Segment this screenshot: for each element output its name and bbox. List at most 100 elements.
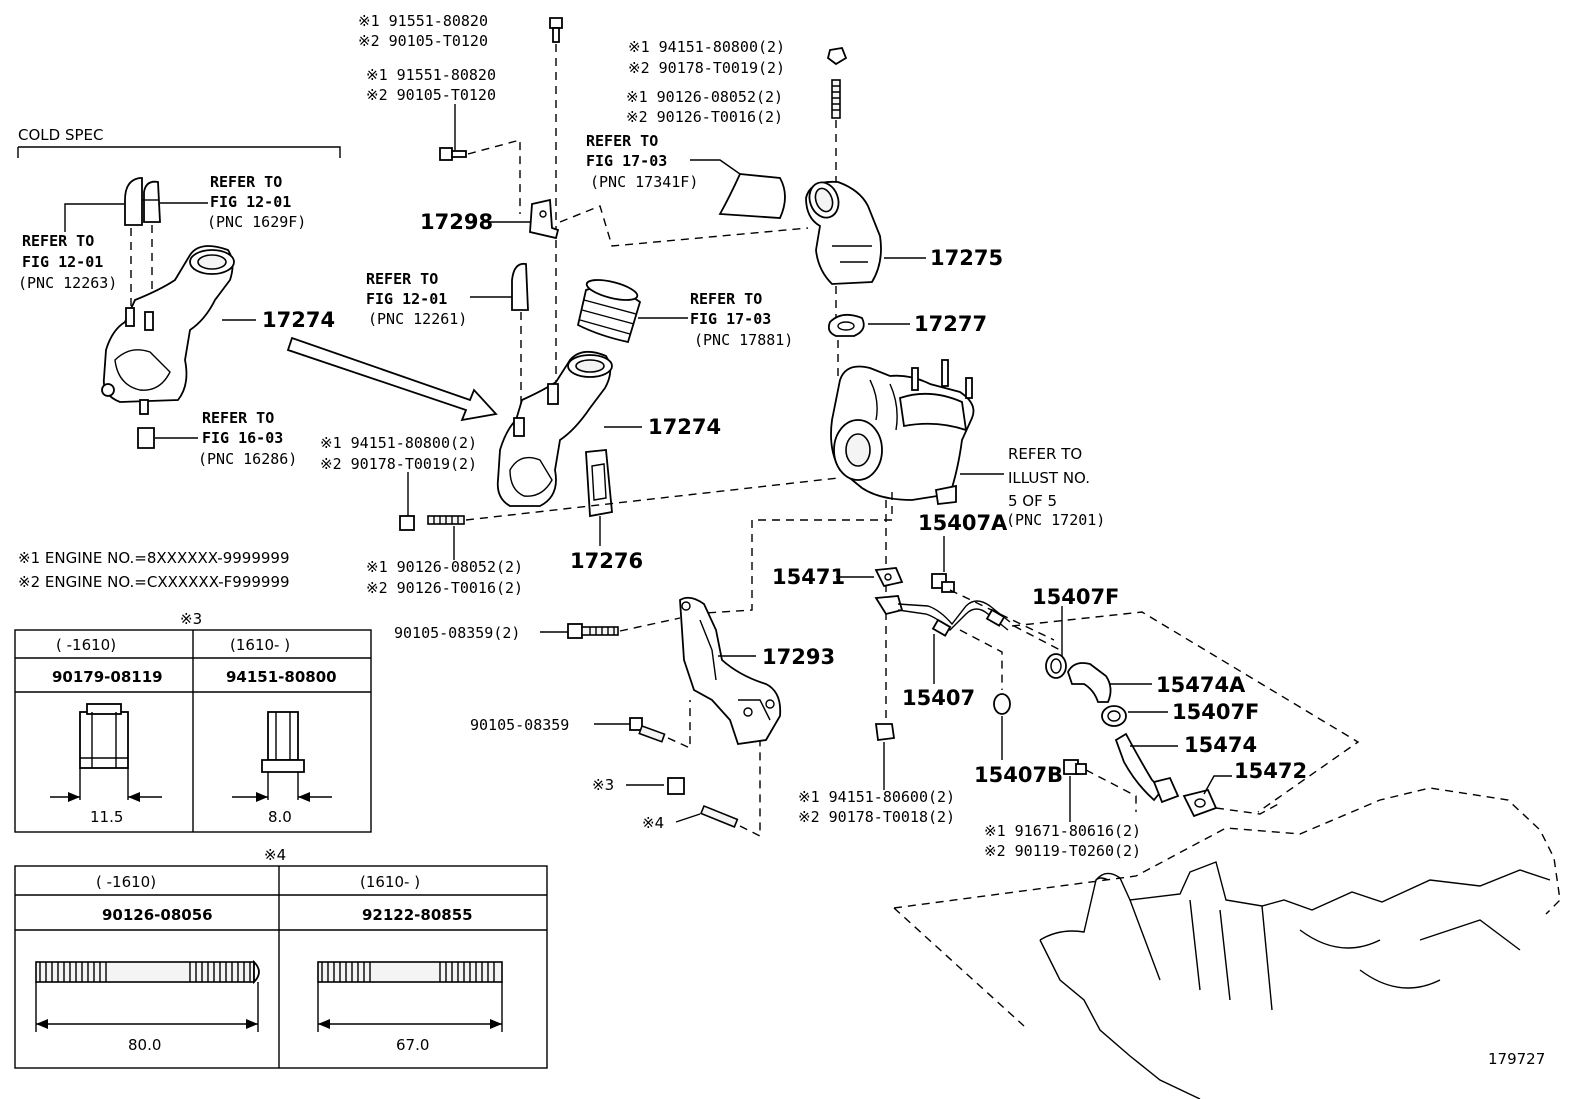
nut-low-label-1: ※1 94151-80600(2) (798, 788, 955, 806)
ref-1629F: REFER TO FIG 12-01 (PNC 1629F) (207, 173, 306, 231)
bolt-low-label-1: ※1 91671-80616(2) (984, 822, 1141, 840)
pn-15474: 15474 (1184, 733, 1257, 757)
svg-text:REFER TO: REFER TO (366, 270, 438, 288)
nut-low-label-2: ※2 90178-T0018(2) (798, 808, 955, 826)
nut-mid-label-1: ※1 94151-80800(2) (320, 434, 477, 452)
table3 (14, 629, 372, 833)
svg-text:ILLUST NO.: ILLUST NO. (1008, 469, 1090, 487)
leader-12263 (64, 203, 124, 232)
svg-text:REFER TO: REFER TO (202, 409, 274, 427)
side-bolt-dash (467, 139, 521, 214)
cold-spec-label: COLD SPEC (18, 126, 103, 144)
side-bolt-label-2: ※2 90105-T0120 (366, 86, 496, 104)
nut-top-label-2: ※2 90178-T0019(2) (628, 59, 785, 77)
table4-col2-range: (1610- ) (360, 873, 420, 891)
stud-note4 (699, 804, 739, 828)
table4-mark: ※4 (264, 846, 286, 864)
table3-col1-dim: 11.5 (90, 808, 123, 826)
bracket-17298 (529, 198, 560, 240)
stud-top-label-1: ※1 90126-08052(2) (626, 88, 783, 106)
table4-col2-dim: 67.0 (396, 1036, 429, 1054)
pn-15474A: 15474A (1156, 673, 1246, 697)
nut-note3 (667, 777, 685, 795)
side-bolt-label-1: ※1 91551-80820 (366, 66, 496, 84)
pipe-end-dash (1013, 625, 1061, 651)
table4-col1-dim: 80.0 (128, 1036, 161, 1054)
svg-text:FIG 12-01: FIG 12-01 (22, 253, 103, 271)
stud-mid-label-2: ※2 90126-T0016(2) (366, 579, 523, 597)
turbocharger (830, 359, 975, 505)
gasket-b-dash (959, 629, 1003, 690)
hose-15474A (1067, 662, 1112, 703)
mid-water-outlet-17274 (496, 350, 613, 507)
pn-17275: 17275 (930, 246, 1003, 270)
stud-mid (427, 515, 465, 525)
nut-tall-drawing (50, 703, 162, 802)
ref-17201: REFER TO ILLUST NO. 5 OF 5 (PNC 17201) (1006, 445, 1105, 529)
bolt-low-dash (1085, 769, 1137, 812)
pn-17293: 17293 (762, 645, 835, 669)
note4-dash (739, 740, 761, 838)
svg-text:(PNC 12261): (PNC 12261) (368, 310, 467, 328)
top-bolt (549, 17, 563, 43)
mid-hose (511, 262, 529, 311)
bolt-9010508359-2-dash (619, 617, 681, 632)
engine-region-dash (1011, 611, 1360, 815)
gasket-17277 (827, 313, 865, 337)
gasket-15471 (874, 567, 904, 588)
left-hose-dash (130, 225, 153, 320)
nut-mid (399, 515, 415, 531)
nut-mid-label-2: ※2 90178-T0019(2) (320, 455, 477, 473)
pn-15407B: 15407B (974, 763, 1063, 787)
bolt-15407A-dash (949, 589, 1055, 641)
bolt-low-label-2: ※2 90119-T0260(2) (984, 842, 1141, 860)
pn-15407A: 15407A (918, 511, 1008, 535)
svg-text:REFER TO: REFER TO (210, 173, 282, 191)
oil-pipe-15407 (874, 595, 1011, 637)
pn-15407F-lower: 15407F (1172, 700, 1259, 724)
cold-spec-bracket (17, 146, 341, 158)
stud-mid-label-1: ※1 90126-08052(2) (366, 558, 523, 576)
pn-17274-left: 17274 (262, 308, 335, 332)
svg-text:REFER TO: REFER TO (1008, 445, 1082, 463)
pn-15407: 15407 (902, 686, 975, 710)
svg-text:(PNC 16286): (PNC 16286) (198, 450, 297, 468)
table3-col2-range: (1610- ) (230, 636, 290, 654)
diagram-code: 179727 (1488, 1050, 1545, 1068)
pn-17274-mid: 17274 (648, 415, 721, 439)
leader-note4 (675, 813, 701, 823)
engine-note-1: ※1 ENGINE NO.=8XXXXXX-9999999 (18, 549, 290, 567)
bracket-dash (559, 205, 809, 247)
table4-col2-part: 92122-80855 (362, 906, 473, 924)
svg-text:FIG 17-03: FIG 17-03 (690, 310, 771, 328)
nut-top-label-1: ※1 94151-80800(2) (628, 38, 785, 56)
pn-17276: 17276 (570, 549, 643, 573)
table3-col2-part: 94151-80800 (226, 668, 337, 686)
svg-text:FIG 16-03: FIG 16-03 (202, 429, 283, 447)
ref-17881: REFER TO FIG 17-03 (PNC 17881) (690, 290, 793, 349)
note4-label: ※4 (642, 814, 664, 832)
bolt-9010508359-2-label: 90105-08359(2) (394, 624, 520, 642)
svg-text:REFER TO: REFER TO (586, 132, 658, 150)
stud-top-label-2: ※2 90126-T0016(2) (626, 108, 783, 126)
bracket-17293 (679, 596, 782, 745)
left-water-outlet-17274 (101, 245, 235, 415)
nut-low (874, 723, 896, 742)
table3-col2-dim: 8.0 (268, 808, 292, 826)
svg-text:(PNC 17341F): (PNC 17341F) (590, 173, 698, 191)
table3-col1-range: ( -1610) (56, 636, 116, 654)
nut-flanged-drawing (232, 711, 332, 802)
stud-long-drawing (35, 959, 260, 1032)
svg-text:(PNC 17201): (PNC 17201) (1006, 511, 1105, 529)
table4 (14, 865, 548, 1069)
top-bolt-label-2: ※2 90105-T0120 (358, 32, 488, 50)
left-hose-upper (124, 177, 161, 226)
svg-text:(PNC 1629F): (PNC 1629F) (207, 213, 306, 231)
svg-text:FIG 12-01: FIG 12-01 (210, 193, 291, 211)
engine-block-outline (893, 787, 1561, 1099)
svg-text:5 OF 5: 5 OF 5 (1008, 492, 1057, 510)
leader-17341F (690, 159, 741, 175)
svg-text:(PNC 17881): (PNC 17881) (694, 331, 793, 349)
left-hose-lower (137, 427, 155, 449)
